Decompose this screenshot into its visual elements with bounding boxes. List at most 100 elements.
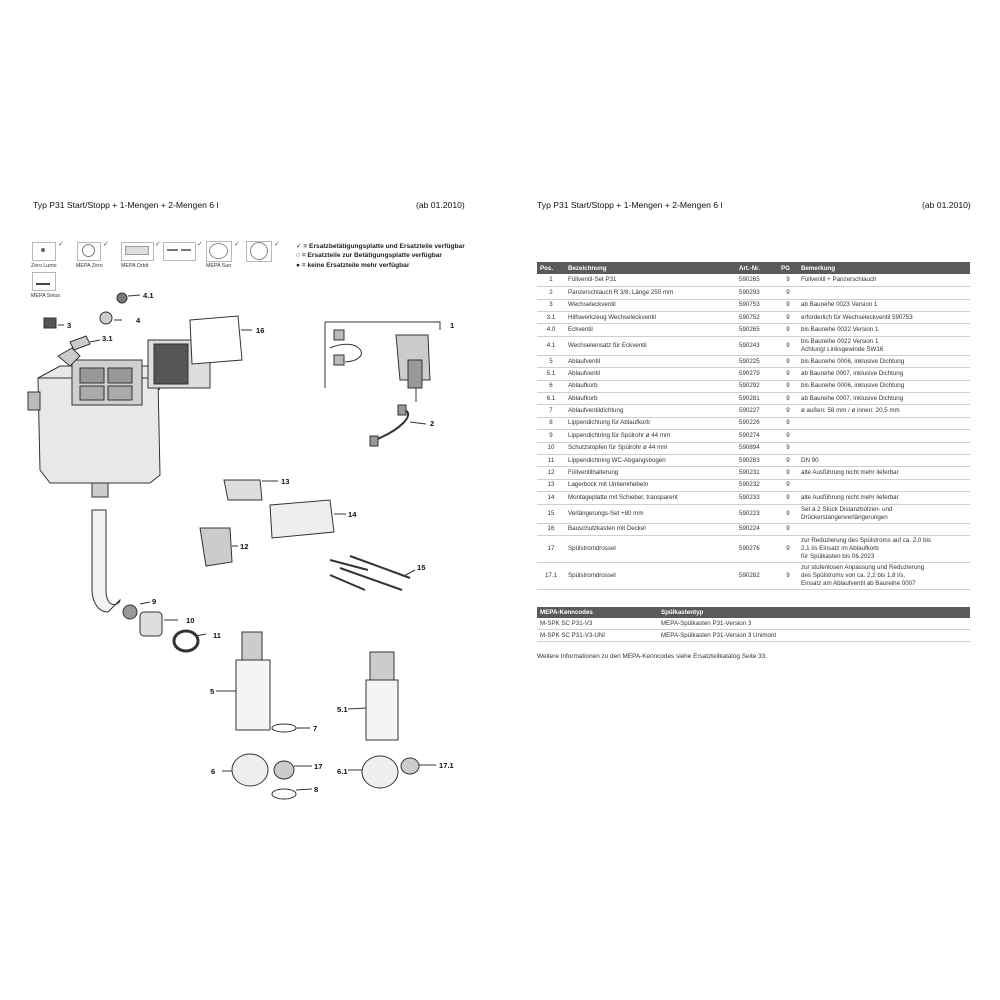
cell-note: bis Baureihe 0006, inklusive Dichtung	[798, 380, 970, 394]
cell-name: Ablaufventil	[565, 355, 736, 369]
cell-note: alte Ausführung nicht mehr lieferbar	[798, 491, 970, 505]
callout-17: 17	[314, 762, 322, 771]
cell-name: Füllventil-Set P31	[565, 274, 736, 288]
cell-name: Spülstromdrossel	[565, 535, 736, 563]
cell-note	[798, 442, 970, 455]
cell-name: Wechseleinsatz für Eckventil	[565, 336, 736, 356]
col-art: Art.-Nr.	[736, 262, 778, 275]
cell-name: Panzerschlauch R 3/8, Länge 250 mm	[565, 286, 736, 300]
legend-item: ● = keine Ersatzteile mehr verfügbar	[296, 262, 410, 269]
callout-13: 13	[281, 477, 289, 486]
plate-label: MEPA Zero	[76, 263, 103, 269]
cell-name: Eckventil	[565, 323, 736, 337]
cell-art: 590894	[736, 442, 778, 455]
cell-note: bis Baureihe 0022 Version 1	[798, 323, 970, 337]
cell-pg: 9	[778, 466, 798, 480]
left-date: (ab 01.2010)	[416, 200, 465, 210]
cell-art: 590224	[736, 523, 778, 536]
cell-note: ab Baureihe 0007, inklusive Dichtung	[798, 367, 970, 381]
footnote: Weitere Informationen zu den MEPA-Kennco…	[537, 653, 767, 660]
cell-pos: 13	[537, 479, 565, 493]
cell-pos: 10	[537, 442, 565, 455]
callout-8: 8	[314, 785, 318, 794]
callout-11: 11	[213, 631, 222, 640]
cell-pg: 9	[778, 535, 798, 563]
cell-pg: 9	[778, 417, 798, 431]
cell-note: ab Baureihe 0007, inklusive Dichtung	[798, 392, 970, 406]
check-icon: ✓	[274, 241, 280, 248]
cell-pg: 9	[778, 454, 798, 468]
cell-pg: 9	[778, 404, 798, 418]
cell-pos: 17	[537, 535, 565, 563]
check-icon: ✓	[296, 243, 302, 250]
cell-pg: 9	[778, 286, 798, 300]
codes-table: MEPA-Kenncodes Spülkastentyp M-SPK SC P3…	[537, 607, 970, 642]
cell-note: Set á 2 Stück Distanzbolzen- und Drücker…	[798, 504, 970, 524]
cell-pos: 1	[537, 274, 565, 288]
callout-3-1: 3.1	[102, 334, 113, 343]
col-pg: PG	[778, 262, 798, 275]
cell-name: Wechseleckventil	[565, 299, 736, 313]
cell-name: Ablaufkorb	[565, 380, 736, 394]
cell-pg: 9	[778, 523, 798, 536]
cell-pos: 11	[537, 454, 565, 468]
callout-6: 6	[211, 767, 215, 776]
cell-pos: 5.1	[537, 367, 565, 381]
cell-art: 590227	[736, 404, 778, 418]
callout-17-1: 17.1	[439, 761, 455, 770]
table-header-row: Pos. Bezeichnung Art.-Nr. PG Bemerkung	[537, 262, 970, 275]
cell-art: 590265	[736, 323, 778, 337]
parts-table: Pos. Bezeichnung Art.-Nr. PG Bemerkung 1…	[537, 262, 970, 590]
cell-pg: 9	[778, 311, 798, 325]
cell-name: Ablaufkorb	[565, 392, 736, 406]
check-icon: ✓	[234, 241, 240, 248]
cell-art: 590233	[736, 491, 778, 505]
cell-name: Lippendichtring WC-Abgangsbogen	[565, 454, 736, 468]
cell-pos: 7	[537, 404, 565, 418]
cell-name: Füllventilhalterung	[565, 466, 736, 480]
cell-pos: 6	[537, 380, 565, 394]
check-icon: ✓	[155, 241, 161, 248]
cell-pos: 15	[537, 504, 565, 524]
cell-pos: 3	[537, 299, 565, 313]
right-title: Typ P31 Start/Stopp + 1-Mengen + 2-Menge…	[537, 200, 723, 210]
cell-art: 590274	[736, 429, 778, 443]
cell-art: 590753	[736, 299, 778, 313]
check-icon: ✓	[103, 241, 109, 248]
cell-pg: 9	[778, 336, 798, 356]
check-icon: ✓	[58, 241, 64, 248]
col-name: Bezeichnung	[565, 262, 736, 275]
callout-10: 10	[186, 616, 194, 625]
callout-5-1: 5.1	[337, 705, 348, 714]
dot-icon: ●	[296, 262, 300, 269]
cell-pos: 8	[537, 417, 565, 431]
cell-name: Lippendichtring für Spülrohr ø 44 mm	[565, 429, 736, 443]
cell-pos: 17.1	[537, 562, 565, 590]
cell-note: ab Baureihe 0023 Version 1	[798, 299, 970, 313]
exploded-diagram: 1 2 3 3.1 4 4.1 5 5.1 6 6.1 7 8 9 10 11 …	[27, 291, 455, 800]
legend-item: ✓ = Ersatzbetätigungsplatte und Ersatzte…	[296, 243, 465, 250]
cell-pg: 9	[778, 491, 798, 505]
cell-art: 590231	[736, 466, 778, 480]
cell-art: 590281	[736, 392, 778, 406]
cell-pg: 9	[778, 504, 798, 524]
callout-15: 15	[417, 563, 426, 572]
cell-pos: 12	[537, 466, 565, 480]
callout-9: 9	[152, 597, 156, 606]
callout-2: 2	[430, 419, 434, 428]
cell-note	[798, 417, 970, 431]
cell-name: Verlängerungs-Set +80 mm	[565, 504, 736, 524]
cell-name: Ablaufventildichtung	[565, 404, 736, 418]
cell-pg: 9	[778, 392, 798, 406]
cell-pg: 9	[778, 274, 798, 288]
col-pos: Pos.	[537, 262, 565, 275]
cell-pos: 4.0	[537, 323, 565, 337]
